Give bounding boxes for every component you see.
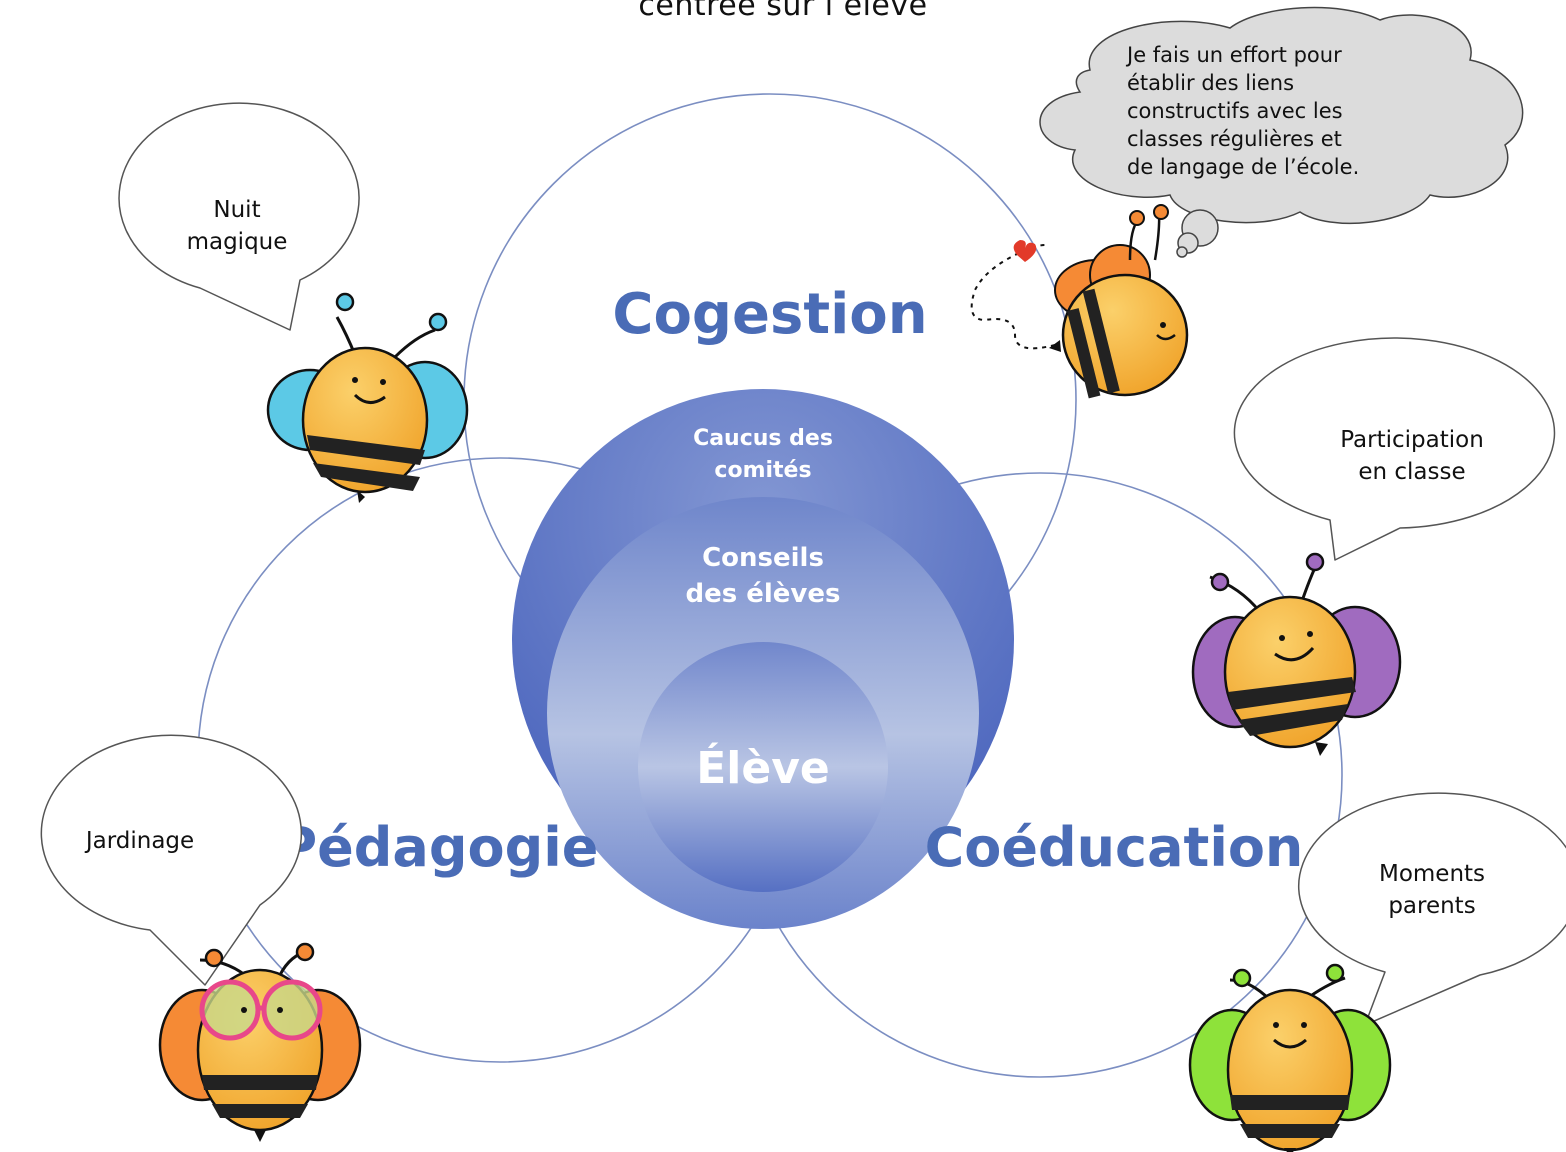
bubble-nuit-line2: magique xyxy=(187,229,288,255)
label-eleve: Élève xyxy=(696,741,830,794)
bee-orange-flying-icon xyxy=(970,204,1189,399)
bee-blue-icon xyxy=(266,292,469,503)
page-title-partial: centrée sur l’élève xyxy=(638,0,928,23)
disc-eleve xyxy=(638,642,888,892)
thought-line2: établir des liens xyxy=(1127,71,1294,95)
bee-purple-icon xyxy=(1191,552,1402,756)
speech-bubble-nuit-magique: Nuit magique xyxy=(118,102,360,331)
thought-line3: constructifs avec les xyxy=(1127,99,1343,123)
bubble-moments-line1: Moments xyxy=(1379,861,1485,887)
speech-bubble-moments-parents: Moments parents xyxy=(1298,792,1566,1026)
label-conseils-line2: des élèves xyxy=(685,579,840,609)
bubble-moments-line2: parents xyxy=(1388,893,1475,919)
thought-line1: Je fais un effort pour xyxy=(1125,43,1342,67)
label-coeducation: Coéducation xyxy=(925,816,1304,879)
thought-cloud: Je fais un effort pour établir des liens… xyxy=(1039,6,1524,258)
label-cogestion: Cogestion xyxy=(612,282,927,347)
bubble-jardinage-text: Jardinage xyxy=(84,828,194,854)
center-discs xyxy=(512,389,1014,929)
label-conseils-line1: Conseils xyxy=(702,543,824,573)
bubble-nuit-line1: Nuit xyxy=(213,197,260,223)
thought-line4: classes régulières et xyxy=(1127,127,1342,151)
bubble-participation-line2: en classe xyxy=(1358,459,1465,485)
label-caucus-line1: Caucus des xyxy=(693,426,833,451)
speech-bubble-jardinage: Jardinage xyxy=(40,734,303,986)
thought-line5: de langage de l’école. xyxy=(1127,155,1359,179)
label-caucus-line2: comités xyxy=(714,458,811,483)
bee-glasses-icon xyxy=(158,942,362,1142)
bubble-participation-line1: Participation xyxy=(1340,427,1484,453)
label-pedagogie: Pédagogie xyxy=(278,816,599,879)
bee-green-icon xyxy=(1188,963,1392,1152)
speech-bubble-participation: Participation en classe xyxy=(1233,337,1556,561)
